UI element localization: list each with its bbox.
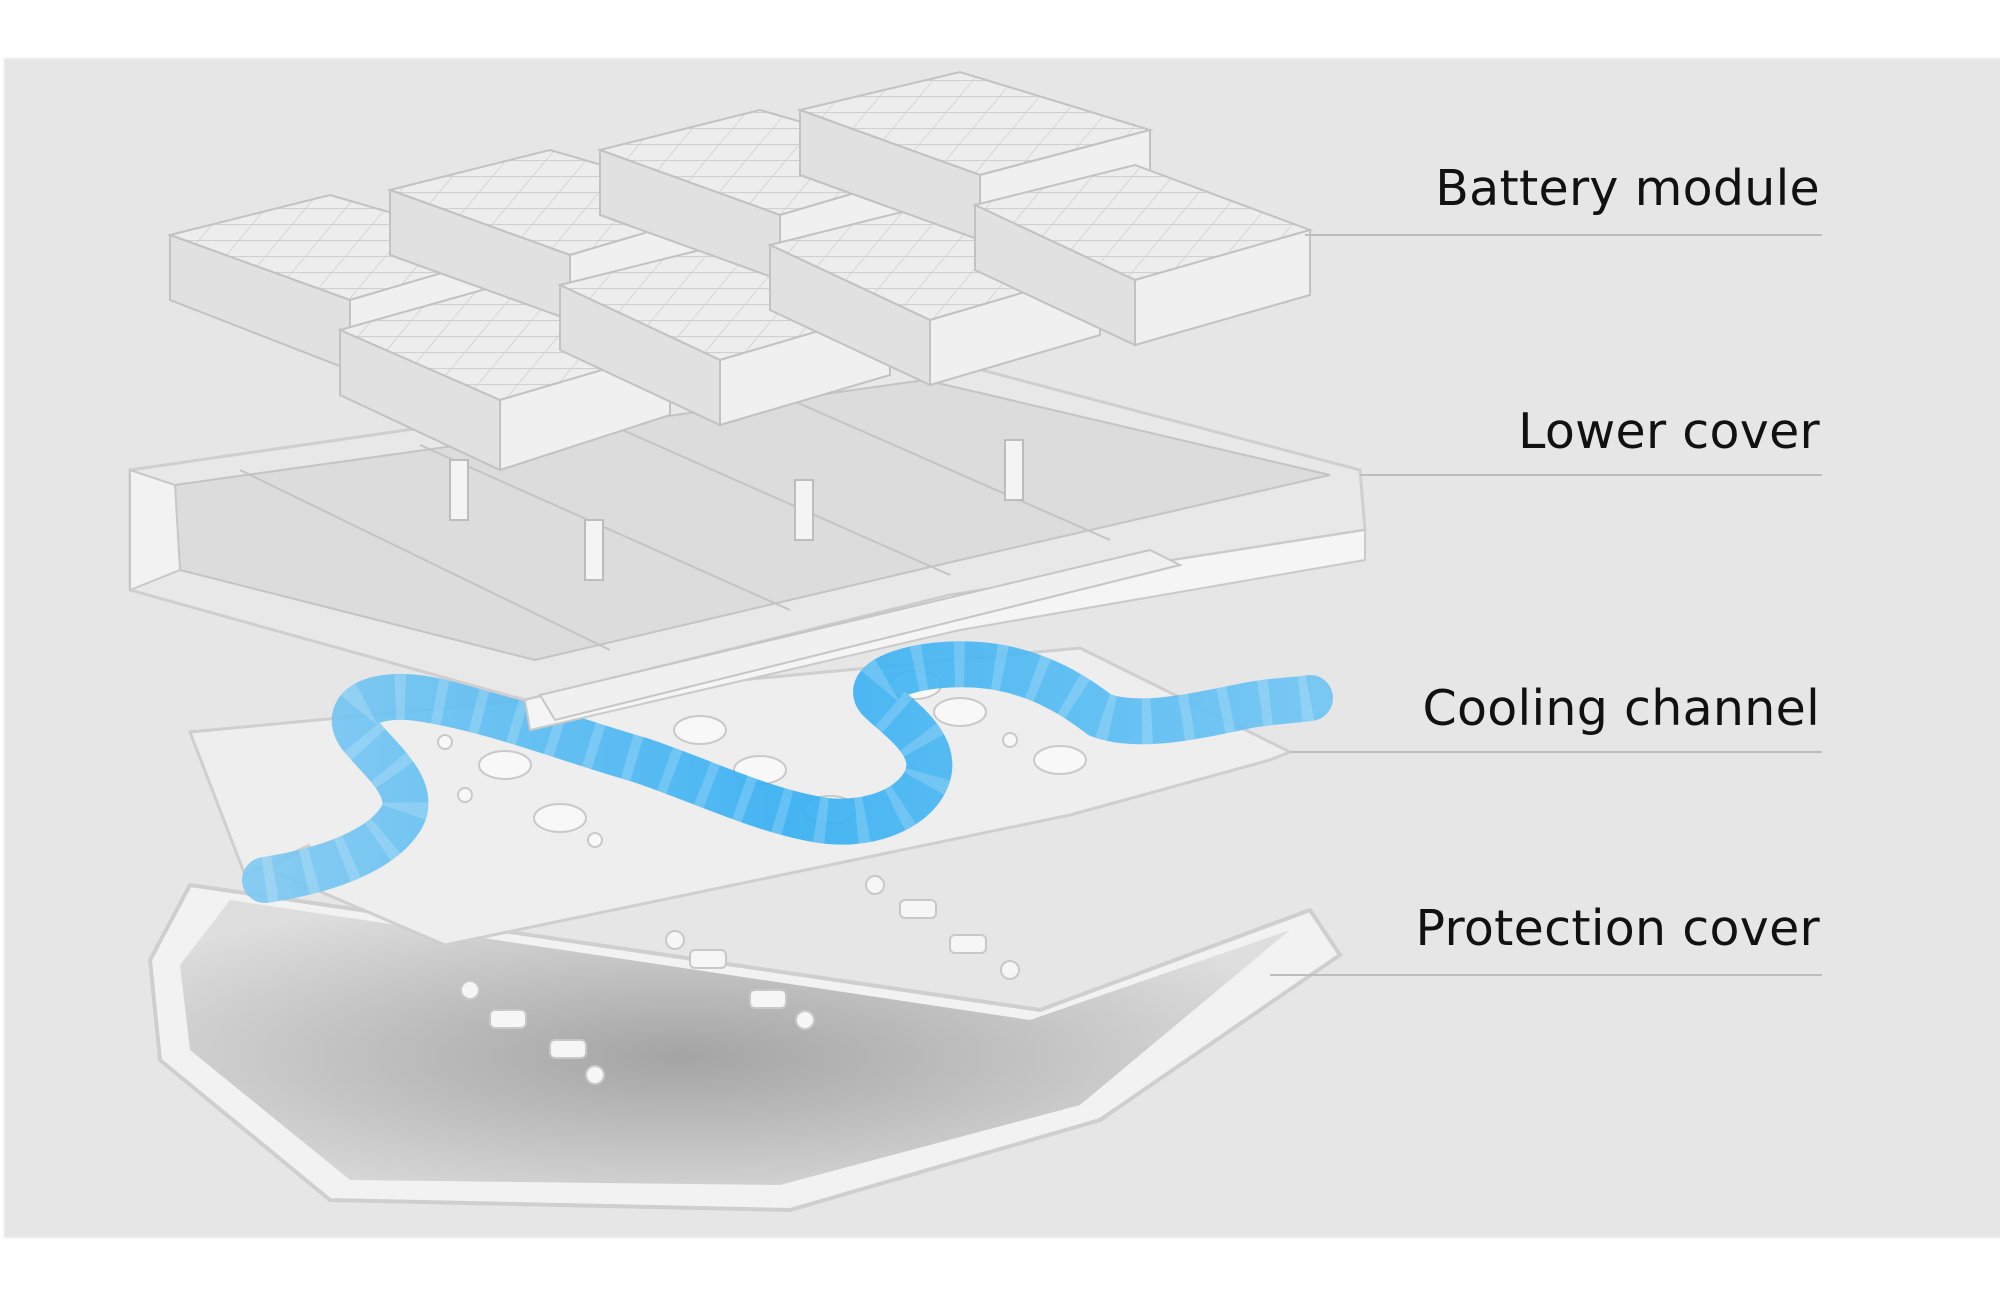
label-battery-module: Battery module <box>1435 160 1820 217</box>
leader-lines <box>1270 234 1822 976</box>
coolant-flow <box>242 641 1333 903</box>
battery-module-group <box>166 70 1314 472</box>
protection-cover-plate <box>147 875 1343 1213</box>
label-lower-cover: Lower cover <box>1518 403 1820 460</box>
label-protection-cover: Protection cover <box>1415 900 1820 957</box>
label-cooling-channel: Cooling channel <box>1422 680 1820 737</box>
